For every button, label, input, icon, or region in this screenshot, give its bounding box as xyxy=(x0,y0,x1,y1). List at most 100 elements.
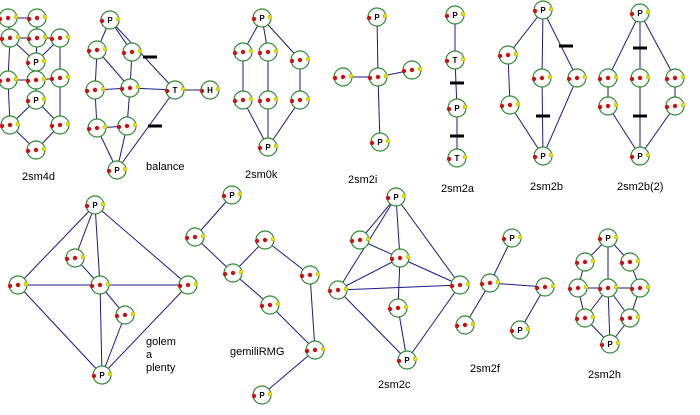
node xyxy=(332,67,354,87)
node xyxy=(449,275,471,295)
node-T: T xyxy=(444,50,466,70)
port-dot-red xyxy=(597,286,603,292)
node-letter: P xyxy=(605,234,611,243)
port-dot-red xyxy=(299,273,305,279)
node-letter: P xyxy=(265,143,271,152)
node xyxy=(327,280,349,300)
token-dot xyxy=(627,259,633,265)
port-dot-yellow xyxy=(548,152,554,158)
port-dot-red xyxy=(449,283,455,289)
port-dot-red xyxy=(49,123,55,129)
token-dot xyxy=(574,75,580,81)
edge xyxy=(639,12,676,79)
node xyxy=(254,230,276,250)
port-dot-red xyxy=(332,75,338,81)
token-dot xyxy=(7,122,13,128)
port-dot-yellow xyxy=(102,124,108,130)
port-dot-red xyxy=(304,348,310,354)
node-P: P xyxy=(385,187,407,207)
token-dot xyxy=(297,97,303,103)
node xyxy=(499,95,521,115)
edge xyxy=(109,19,176,91)
port-dot-red xyxy=(497,53,503,59)
node-P: P xyxy=(25,52,47,72)
port-dot-red xyxy=(119,86,125,92)
node-P: P xyxy=(444,5,466,25)
port-dot-yellow xyxy=(525,326,531,332)
token-dot xyxy=(5,15,11,21)
token-dot xyxy=(335,287,341,293)
port-dot-yellow xyxy=(320,346,326,352)
port-dot-red xyxy=(629,154,635,160)
node xyxy=(574,308,596,328)
node xyxy=(619,252,641,272)
block-bar xyxy=(633,46,647,50)
port-dot-red xyxy=(619,260,625,266)
edge xyxy=(17,284,103,376)
edge xyxy=(261,349,316,396)
node-letter: P xyxy=(607,340,613,349)
port-dot-red xyxy=(0,78,3,84)
port-dot-red xyxy=(7,283,13,289)
port-dot-red xyxy=(257,50,263,56)
node-P: P xyxy=(597,228,619,248)
token-dot xyxy=(124,123,130,129)
edge xyxy=(509,104,544,157)
port-dot-yellow xyxy=(680,102,686,108)
port-dot-yellow xyxy=(343,286,349,292)
token-dot xyxy=(92,87,98,93)
port-dot-yellow xyxy=(680,74,686,80)
edge xyxy=(607,12,641,79)
node xyxy=(597,278,619,298)
edge xyxy=(337,289,408,361)
node xyxy=(25,140,47,160)
node-letter: P xyxy=(637,152,643,161)
edge xyxy=(542,9,578,79)
port-dot-red xyxy=(116,124,122,130)
node xyxy=(534,277,556,297)
node-letter: P xyxy=(540,152,546,161)
token-dot xyxy=(240,49,246,55)
node xyxy=(232,42,254,62)
node-letter: P xyxy=(509,234,515,243)
port-dot-red xyxy=(89,283,95,289)
node-letter: P xyxy=(377,138,383,147)
port-dot-red xyxy=(366,15,372,21)
token-dot xyxy=(265,97,271,103)
node-P: P xyxy=(446,98,468,118)
diagram-label: gemiliRMG xyxy=(230,346,284,358)
port-dot-red xyxy=(64,256,70,262)
port-dot-red xyxy=(184,235,190,241)
token-dot xyxy=(72,255,78,261)
port-dot-yellow xyxy=(547,74,553,80)
diagram-label: balance xyxy=(146,161,185,173)
node-P: P xyxy=(99,10,121,30)
port-dot-yellow xyxy=(635,258,641,264)
port-dot-red xyxy=(574,260,580,266)
port-dot-red xyxy=(396,358,402,364)
node-P: P xyxy=(84,195,106,215)
port-dot-yellow xyxy=(273,96,279,102)
port-dot-yellow xyxy=(273,48,279,54)
port-dot-yellow xyxy=(305,56,311,62)
block-bar xyxy=(559,44,573,48)
node xyxy=(289,50,311,70)
port-dot-red xyxy=(0,36,5,42)
diagram-label: 2sm2b(2) xyxy=(617,181,663,193)
node-P: P xyxy=(251,385,273,405)
port-dot-red xyxy=(49,76,55,82)
port-dot-red xyxy=(25,78,31,84)
port-dot-red xyxy=(25,98,31,104)
node xyxy=(304,340,326,360)
port-dot-yellow xyxy=(130,311,136,317)
port-dot-red xyxy=(232,50,238,56)
node-letter: T xyxy=(173,86,178,95)
token-dot xyxy=(605,103,611,109)
port-dot-red xyxy=(222,271,228,277)
edge xyxy=(639,105,676,157)
